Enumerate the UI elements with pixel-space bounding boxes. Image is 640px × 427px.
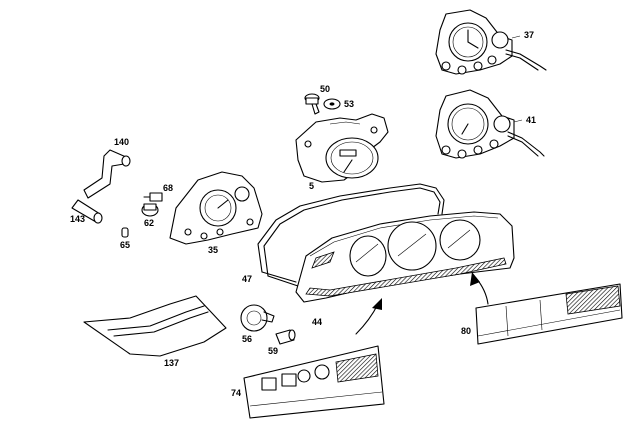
- callout-143: 143: [70, 214, 86, 224]
- part-53-washer: [323, 98, 341, 110]
- callout-62: 62: [144, 218, 155, 228]
- part-37-clock-housing: [435, 9, 547, 75]
- callout-68: 68: [163, 183, 174, 193]
- callout-44: 44: [312, 317, 323, 327]
- part-50-screw: [304, 93, 320, 115]
- part-68-bulb-socket: [143, 192, 163, 202]
- part-80-indicator-strip: [475, 283, 623, 345]
- part-137-tray: [83, 295, 227, 357]
- part-5-speedometer: [295, 113, 389, 183]
- part-140-hose: [83, 149, 131, 199]
- callout-37: 37: [524, 30, 535, 40]
- part-47-seal: [257, 183, 445, 287]
- callout-137: 137: [164, 358, 180, 368]
- part-59-bulb: [275, 329, 296, 345]
- arrow-to-housing-right: [470, 272, 489, 305]
- callout-5: 5: [309, 181, 315, 191]
- callout-59: 59: [268, 346, 279, 356]
- part-143-hose: [71, 199, 103, 224]
- part-44-instrument-housing: [295, 211, 515, 303]
- callout-50: 50: [320, 84, 331, 94]
- part-62-bulb-holder: [141, 203, 159, 217]
- callout-74: 74: [231, 388, 242, 398]
- callout-140: 140: [114, 137, 130, 147]
- part-56-socket: [240, 304, 275, 332]
- callout-80: 80: [461, 326, 472, 336]
- part-35-gauge-cluster: [169, 171, 263, 245]
- callout-35: 35: [208, 245, 219, 255]
- callout-53: 53: [344, 99, 355, 109]
- callout-41: 41: [526, 115, 537, 125]
- callout-47: 47: [242, 274, 253, 284]
- leader-lines: [511, 35, 523, 123]
- callout-56: 56: [242, 334, 253, 344]
- part-41-gauge-housing: [435, 89, 545, 159]
- part-65-bulb: [121, 227, 129, 238]
- arrow-to-housing-left: [355, 298, 382, 335]
- callout-65: 65: [120, 240, 131, 250]
- part-74-switch-panel: [243, 345, 385, 419]
